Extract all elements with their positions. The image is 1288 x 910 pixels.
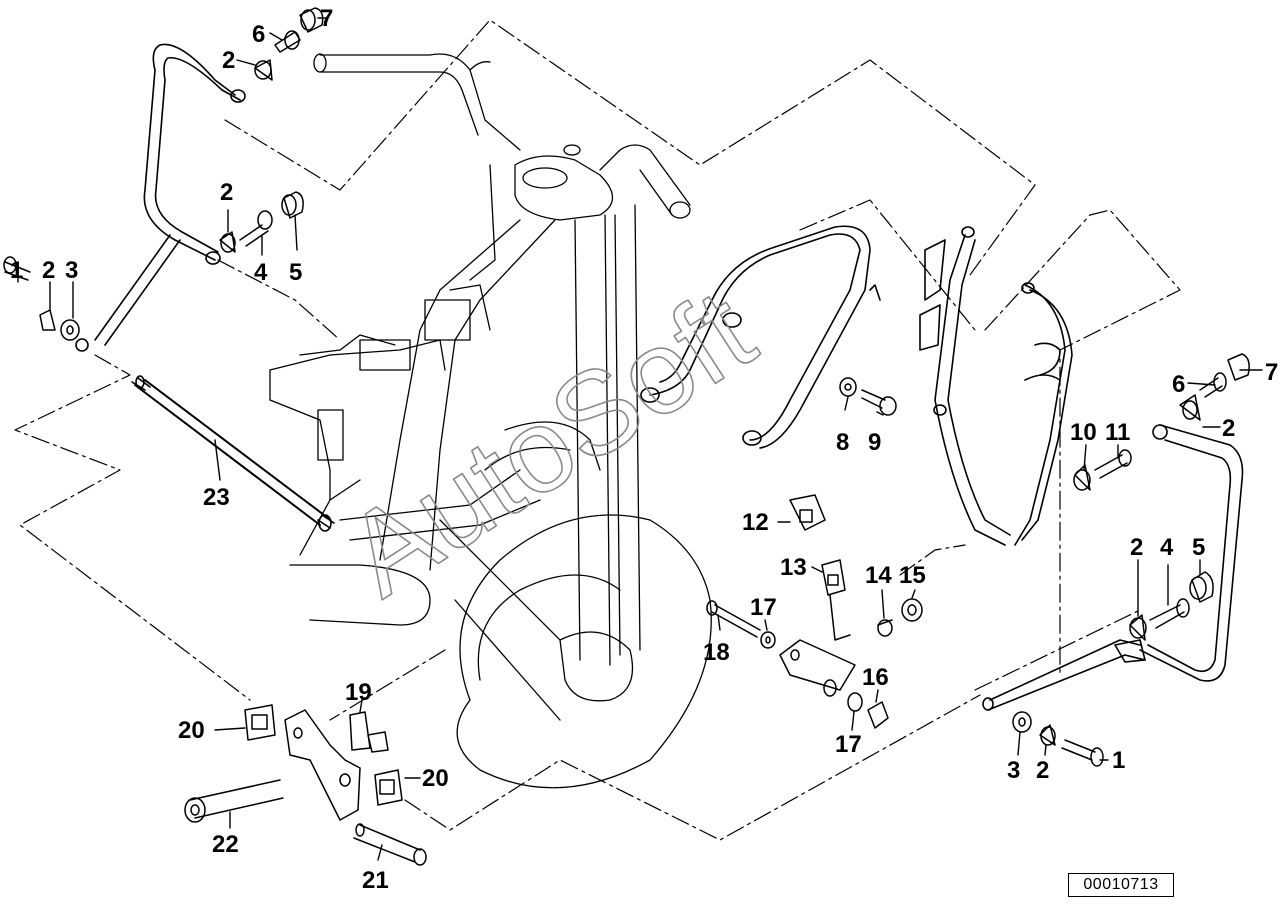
callout-14: 14 bbox=[865, 562, 892, 589]
left-crash-bar bbox=[143, 43, 236, 261]
nut-plate-20a bbox=[244, 704, 276, 741]
fork-tube-left bbox=[574, 219, 581, 661]
callout-15: 15 bbox=[899, 562, 926, 589]
bolt-6 bbox=[274, 31, 301, 53]
spacer-14 bbox=[877, 619, 893, 637]
crash-bars bbox=[75, 43, 1244, 711]
lower-bracket bbox=[284, 709, 361, 821]
callout-4: 4 bbox=[1160, 534, 1174, 561]
grommet-15 bbox=[901, 598, 923, 622]
callout-8: 8 bbox=[836, 429, 849, 456]
callout-2: 2 bbox=[222, 47, 235, 74]
washer-8 bbox=[839, 377, 857, 397]
cap-7b bbox=[1227, 353, 1250, 381]
right-crash-bar bbox=[934, 234, 1006, 546]
fork-tube-right bbox=[614, 214, 621, 656]
exhaust-pipe bbox=[289, 564, 431, 626]
callout-2: 2 bbox=[1222, 415, 1235, 442]
callout-12: 12 bbox=[742, 509, 769, 536]
callout-7: 7 bbox=[320, 5, 333, 32]
leader-lines bbox=[17, 17, 1263, 861]
callout-3: 3 bbox=[1007, 757, 1020, 784]
front-fender bbox=[504, 421, 601, 471]
bolt-11 bbox=[1094, 454, 1128, 479]
mounting-bracket bbox=[779, 639, 856, 691]
callout-18: 18 bbox=[703, 639, 730, 666]
frame-downtube bbox=[379, 219, 521, 561]
callout-9: 9 bbox=[868, 429, 881, 456]
far-right-crash-bar bbox=[1139, 424, 1244, 682]
reference-code: 00010713 bbox=[1083, 876, 1159, 893]
cap-5 bbox=[283, 191, 304, 219]
watermark: AutoSoft bbox=[324, 265, 776, 622]
motorcycle-body bbox=[269, 53, 712, 789]
callout-23: 23 bbox=[203, 484, 230, 511]
bolt-21 bbox=[353, 824, 421, 863]
reference-code-box: 00010713 bbox=[1068, 873, 1174, 897]
washer-17b bbox=[847, 692, 863, 712]
callout-6: 6 bbox=[252, 21, 265, 48]
callout-5: 5 bbox=[1192, 534, 1205, 561]
rod-23 bbox=[134, 384, 321, 526]
bolt-4 bbox=[239, 224, 269, 247]
callout-2: 2 bbox=[42, 257, 55, 284]
callout-20: 20 bbox=[178, 717, 205, 744]
cap-7 bbox=[299, 7, 324, 33]
callout-16: 16 bbox=[862, 664, 889, 691]
callout-labels: 7 6 2 2 4 5 1 2 3 23 8 9 10 11 12 13 14 … bbox=[10, 5, 1278, 894]
center-crash-bar bbox=[649, 233, 861, 441]
nut-16 bbox=[867, 701, 889, 729]
callout-7: 7 bbox=[1265, 359, 1278, 386]
callout-2: 2 bbox=[1130, 534, 1143, 561]
callout-11: 11 bbox=[1105, 419, 1130, 446]
nut-plate-13 bbox=[821, 559, 846, 596]
clip-nut-2b bbox=[219, 231, 236, 253]
callout-6: 6 bbox=[1172, 371, 1185, 398]
bolt-18 bbox=[711, 604, 761, 638]
callout-22: 22 bbox=[212, 831, 239, 858]
callout-5: 5 bbox=[289, 259, 302, 286]
callout-2: 2 bbox=[220, 179, 233, 206]
callout-4: 4 bbox=[254, 259, 268, 286]
handlebar bbox=[319, 53, 521, 151]
clip-19 bbox=[349, 711, 371, 751]
callout-19: 19 bbox=[345, 679, 372, 706]
callout-17: 17 bbox=[750, 594, 777, 621]
callout-1: 1 bbox=[1112, 747, 1125, 774]
bolt-22 bbox=[189, 779, 284, 819]
callout-1: 1 bbox=[10, 257, 23, 284]
clip-2f bbox=[1039, 724, 1056, 746]
bolt-4b bbox=[1149, 604, 1185, 629]
hardware bbox=[3, 7, 1250, 866]
callout-2: 2 bbox=[1036, 757, 1049, 784]
washer-17a bbox=[760, 631, 776, 649]
engine-block bbox=[269, 339, 446, 371]
bolt-9 bbox=[861, 389, 886, 409]
callout-21: 21 bbox=[362, 867, 389, 894]
cap-5b bbox=[1191, 571, 1214, 603]
fork-crown bbox=[514, 155, 614, 221]
nut-plate-20b bbox=[374, 769, 403, 806]
bolt-6b bbox=[1199, 377, 1223, 398]
washer-3a bbox=[60, 319, 80, 341]
callout-10: 10 bbox=[1070, 419, 1097, 446]
callout-17: 17 bbox=[835, 731, 862, 758]
front-wheel bbox=[456, 514, 712, 789]
assembly-outline-lines bbox=[14, 19, 1181, 841]
callout-20: 20 bbox=[422, 765, 449, 792]
callout-13: 13 bbox=[780, 554, 807, 581]
bolt-1b bbox=[1061, 739, 1096, 761]
washer-3b bbox=[1012, 711, 1032, 733]
callout-3: 3 bbox=[65, 257, 78, 284]
clip-12 bbox=[789, 494, 826, 531]
clip-2e bbox=[1129, 614, 1146, 641]
clip-2a bbox=[39, 309, 56, 331]
